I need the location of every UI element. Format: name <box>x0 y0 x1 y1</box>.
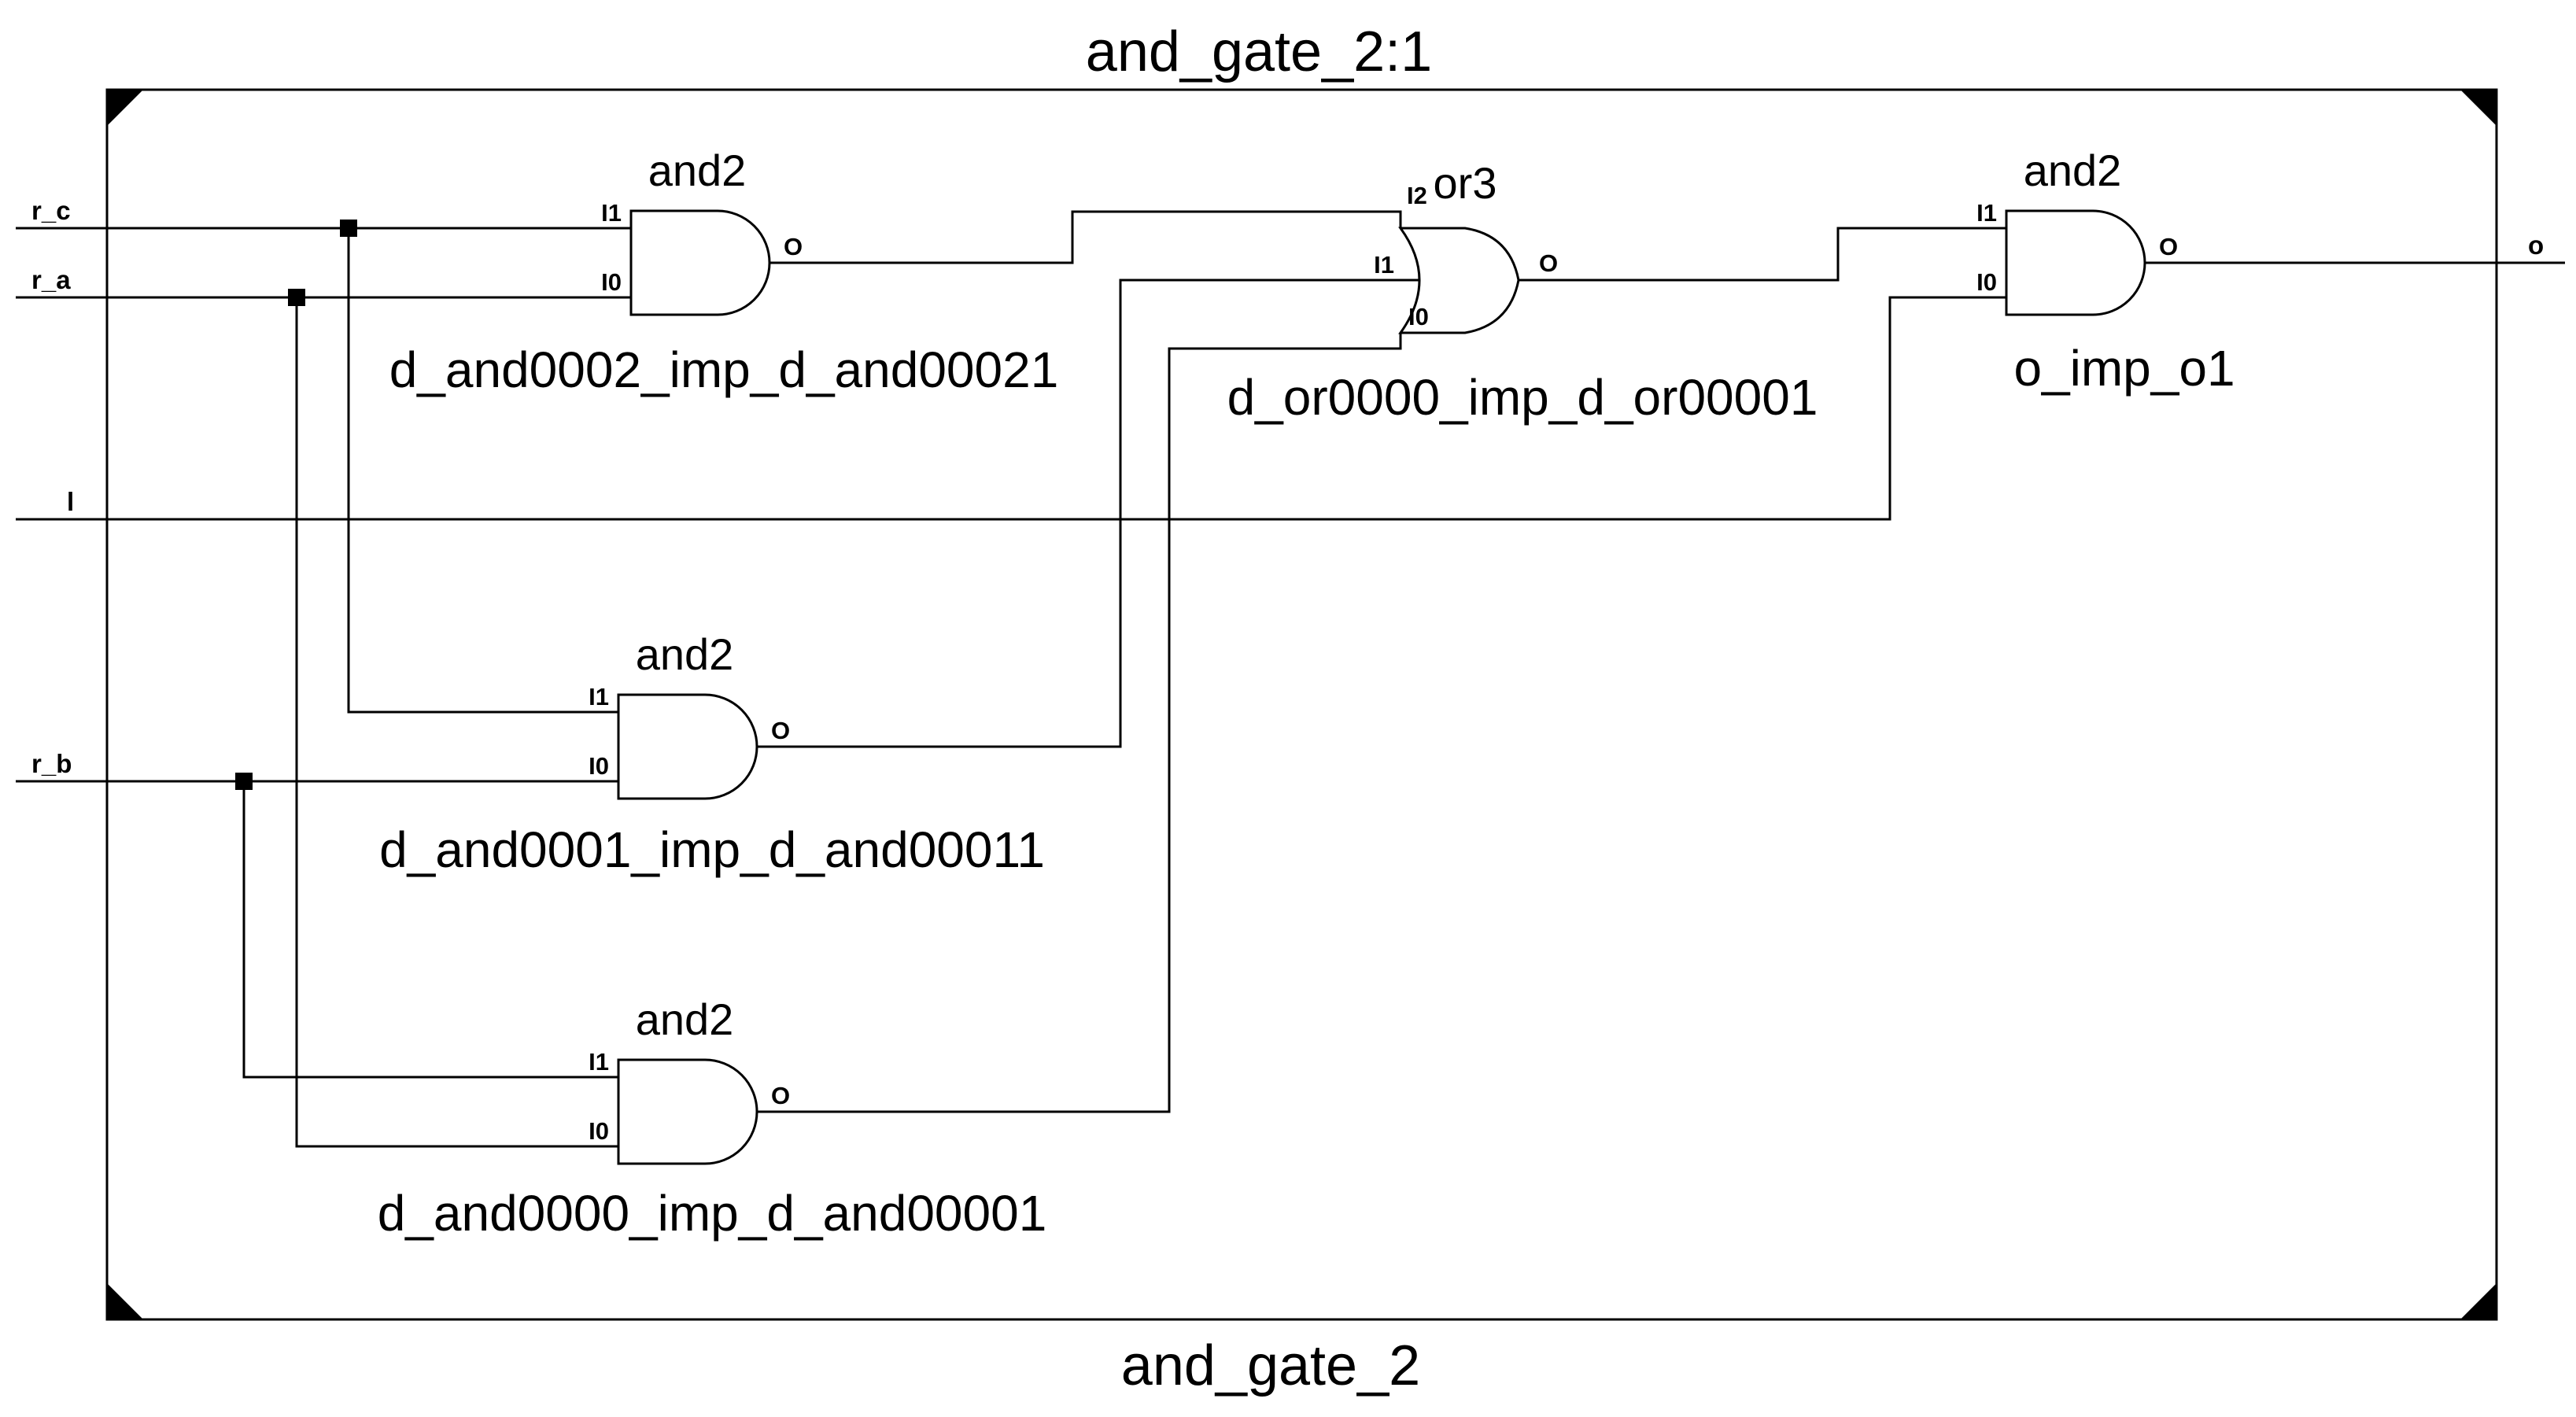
gate-type-label: or3 <box>1434 158 1497 208</box>
net-or-out-to-and-out-i1[interactable] <box>1519 227 2006 282</box>
net-input-l-to-and-out-i0[interactable] <box>16 296 2006 521</box>
and2-symbol[interactable] <box>629 209 771 316</box>
gate-instance-label: d_or0000_imp_d_or00001 <box>1227 369 1818 426</box>
sheet-title-bottom: and_gate_2 <box>1121 1334 1420 1397</box>
gate-type-label: and2 <box>636 994 734 1044</box>
and2-symbol[interactable] <box>2005 209 2146 316</box>
gate-and-top: and2 d_and0002_imp_d_and00021 I1 I0 O <box>389 146 1059 398</box>
pin-label-o: O <box>771 717 790 744</box>
pin-label-i0: I0 <box>589 1117 609 1145</box>
net-and-top-out-to-or-i2[interactable] <box>769 210 1402 264</box>
pin-label-o: O <box>771 1082 790 1109</box>
pin-label-o: O <box>2159 233 2178 260</box>
pin-label-i1: I1 <box>601 199 622 227</box>
input-port-label-r_a: r_a <box>31 265 71 294</box>
gate-instance-label: o_imp_o1 <box>2013 340 2235 397</box>
pin-label-i1: I1 <box>589 1048 609 1076</box>
or3-symbol[interactable] <box>1398 227 1520 334</box>
net-r_b-branch-to-and-bot-i1[interactable] <box>242 781 618 1079</box>
net-r_a-branch-to-and-bot-i0[interactable] <box>295 297 618 1148</box>
and2-symbol[interactable] <box>617 1058 758 1165</box>
gate-and-out: and2 o_imp_o1 I1 I0 O <box>1976 146 2235 397</box>
net-r_c-branch-to-and-mid-i1[interactable] <box>347 228 618 714</box>
junction-r_c <box>340 220 357 237</box>
sheet-border <box>105 88 2498 1321</box>
gate-type-label: and2 <box>636 629 734 679</box>
pin-label-i1: I1 <box>1374 251 1394 279</box>
pin-label-i0: I0 <box>1408 303 1429 330</box>
corner-marker-top-left <box>107 90 143 126</box>
corner-marker-bottom-left <box>107 1283 143 1319</box>
gate-and-mid: and2 d_and0001_imp_d_and00011 I1 I0 O <box>379 629 1045 878</box>
gate-type-label: and2 <box>648 146 747 195</box>
and2-symbol[interactable] <box>617 693 758 800</box>
gate-instance-label: d_and0000_imp_d_and00001 <box>378 1185 1047 1242</box>
junction-r_a <box>288 289 305 306</box>
corner-marker-top-right <box>2460 90 2497 126</box>
pin-label-i2: I2 <box>1407 182 1427 209</box>
gate-type-label: and2 <box>2024 146 2122 195</box>
sheet-title-top: and_gate_2:1 <box>1086 20 1432 83</box>
gate-or-main: or3 d_or0000_imp_d_or00001 I2 I1 I0 O <box>1227 158 1818 426</box>
pin-label-i0: I0 <box>589 752 609 780</box>
pin-label-i0: I0 <box>1976 268 1997 296</box>
pin-label-o: O <box>1539 249 1558 277</box>
pin-label-o: O <box>784 233 803 260</box>
input-port-label-l: l <box>67 487 74 516</box>
input-port-label-r_c: r_c <box>31 196 71 225</box>
corner-marker-bottom-right <box>2460 1283 2497 1319</box>
gate-instance-label: d_and0001_imp_d_and00011 <box>379 821 1045 878</box>
input-port-label-r_b: r_b <box>31 749 72 778</box>
net-and-bot-out-to-or-i0[interactable] <box>757 333 1402 1113</box>
net-and-mid-out-to-or-i1[interactable] <box>757 279 1419 748</box>
gate-instance-label: d_and0002_imp_d_and00021 <box>389 341 1059 398</box>
pin-label-i0: I0 <box>601 268 622 296</box>
pin-label-i1: I1 <box>589 683 609 710</box>
pin-label-i1: I1 <box>1976 199 1997 227</box>
output-port-label-o: o <box>2528 231 2544 260</box>
junction-r_b <box>235 773 253 790</box>
gate-and-bot: and2 d_and0000_imp_d_and00001 I1 I0 O <box>378 994 1047 1242</box>
